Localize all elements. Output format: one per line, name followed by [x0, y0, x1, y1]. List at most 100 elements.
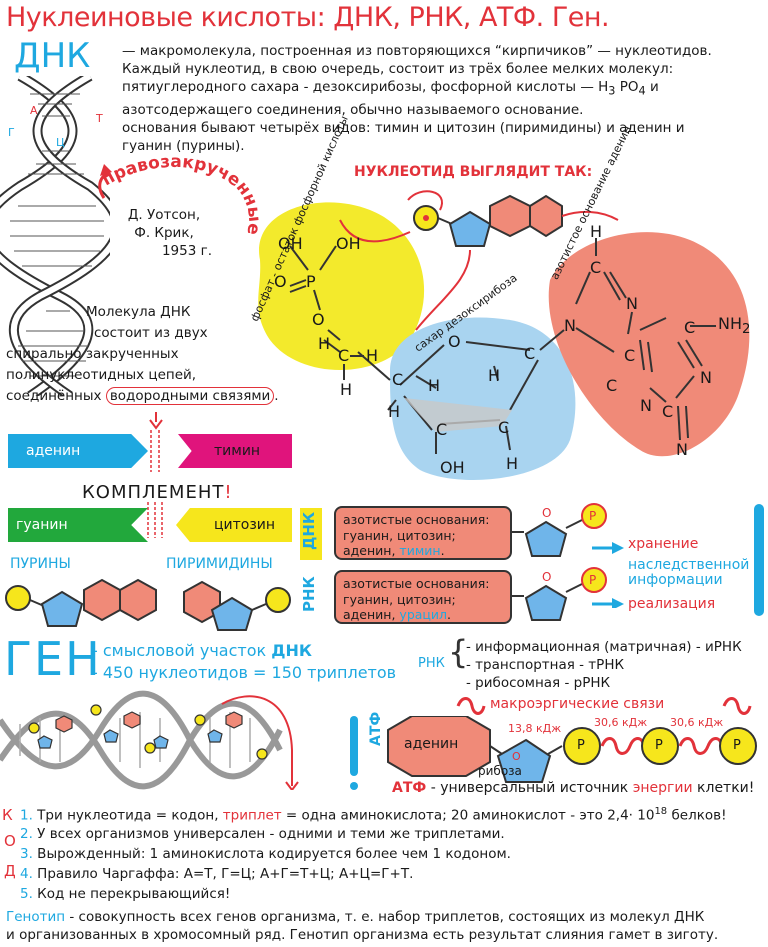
hereditary-line: наследственной [628, 557, 750, 573]
intro-line: Каждый нуклеотид, в свою очередь, состои… [122, 61, 674, 77]
rnk-type: - транспортная - тРНК [466, 657, 625, 673]
superscript: 18 [654, 806, 668, 817]
item-text: Три нуклеотида = кодон, [32, 807, 223, 824]
molecule-line: спирально закрученных [6, 346, 179, 362]
genotype-text: - совокупность всех генов организма, т. … [65, 909, 705, 925]
blue-bar [754, 504, 764, 616]
molecule-line: состоит из двух [94, 325, 208, 341]
authors: Д. Уотсон, Ф. Крик, 1953 г. [116, 206, 212, 260]
rnk-bases-box: азотистые основания: гуанин, цитозин; ад… [334, 570, 512, 624]
atom-c: C [436, 420, 448, 439]
box-line: аденин, урацил. [343, 607, 503, 623]
atom-oh: OH [278, 234, 303, 253]
rnk-type: - рибосомная - рРНК [466, 675, 611, 691]
atom-n: N [700, 368, 712, 387]
genotype-definition: Генотип - совокупность всех генов органи… [6, 908, 766, 944]
item-text: белков! [667, 807, 727, 824]
phosphate-blob [258, 202, 425, 370]
adenin-pill: аденин [8, 434, 148, 468]
atom-n: N [626, 294, 638, 313]
atom-nh2: NH2 [718, 314, 750, 337]
citozin-pill: цитозин [176, 508, 292, 542]
komplement-label: КОМПЛЕМЕНТ! [82, 482, 233, 503]
atom-c: C [590, 258, 602, 277]
guanin-pill: гуанин [8, 508, 148, 542]
atf-molecule [387, 716, 757, 783]
rnk-types-label: РНК [418, 656, 445, 671]
atom-h: H [428, 376, 441, 395]
gen-heading: ГЕН [4, 632, 102, 686]
intro-line: гуанин (пурины). [122, 137, 245, 154]
kod-letter-o: О [4, 832, 16, 850]
helix-letter-g: Г [8, 126, 15, 139]
atf-tag: АТФ [368, 711, 384, 746]
sugar-phosphate-icons [512, 503, 607, 621]
atom-c: C [524, 344, 536, 363]
atf-excl-bar [350, 716, 358, 776]
molecule-line: соединённых водородными связями. [6, 386, 306, 407]
ring-o: O [542, 506, 552, 520]
dnk-bases-box: азотистые основания: гуанин, цитозин; ад… [334, 506, 512, 560]
atom-p: P [306, 272, 316, 291]
box-line: аденин, тимин. [343, 543, 503, 559]
item-text: У всех организмов универсален - одними и… [32, 826, 505, 842]
atom-o: O [274, 272, 287, 291]
hydrogen-bonds-highlight: водородными связями [105, 387, 275, 405]
triplet-highlight: триплет [222, 807, 282, 824]
item-number: 1. [20, 807, 33, 824]
intro-text: — макромолекула, построенная из повторяю… [122, 42, 762, 155]
atom-c: C [606, 376, 618, 395]
gen-line: - смысловой участок ДНК [92, 640, 396, 662]
code-item-1: 1. Три нуклеотида = кодон, триплет = одн… [20, 806, 727, 824]
hereditary-line: информации [628, 572, 723, 588]
intro-text-part: и [645, 79, 659, 95]
item-number: 4. [20, 866, 33, 882]
hereditary-info: наследственной информации [628, 558, 749, 588]
item-text: Код не перекрывающийся! [32, 886, 231, 902]
atom-h: H [340, 380, 353, 399]
atom-h: H [366, 346, 379, 365]
atf-excl-dot [350, 782, 358, 790]
item-number: 2. [20, 826, 33, 842]
code-item-2: 2. У всех организмов универсален - одним… [20, 826, 505, 842]
rnk-types-list: - информационная (матричная) - иРНК - тр… [466, 638, 742, 692]
box-line: азотистые основания: [343, 576, 490, 591]
gen-dnk: ДНК [271, 641, 312, 660]
atom-o: O [312, 310, 325, 329]
author-line: Ф. Крик, [134, 225, 194, 241]
arrows-icons [592, 542, 624, 608]
atom-c: C [662, 402, 674, 421]
subscript: 2 [742, 322, 751, 338]
rnk-type: - информационная (матричная) - иРНК [466, 639, 742, 655]
molecule-description: Молекула ДНК состоит из двух спирально з… [6, 302, 306, 407]
atf-p3: P [733, 738, 741, 753]
uracil-highlight: урацил [399, 607, 448, 622]
atom-c: C [498, 418, 510, 437]
realization-label: реализация [628, 596, 716, 612]
item-text: Вырожденный: 1 аминокислота кодируется б… [32, 846, 511, 862]
atom-n: N [640, 396, 652, 415]
atf-p2: P [655, 738, 663, 753]
energy-label-2: 30,6 кДж [594, 716, 648, 729]
atom-c: C [624, 346, 636, 365]
atom-h: H [506, 454, 519, 473]
gen-definition: - смысловой участок ДНК - 450 нуклеотидо… [92, 640, 396, 684]
gene-helix-illustration [0, 690, 299, 790]
atom-n: N [564, 316, 576, 335]
bond-squiggle-icons [456, 697, 752, 715]
energy-label-3: 30,6 кДж [670, 716, 724, 729]
storage-label: хранение [628, 536, 699, 552]
komplement-excl: ! [224, 482, 233, 503]
dnk-tag: ДНК [300, 511, 318, 550]
rnk-tag: РНК [300, 576, 318, 612]
atf-caption-text: клетки! [692, 780, 755, 796]
kod-letter-d: Д [4, 862, 16, 880]
atf-caption-tag: АТФ [392, 780, 427, 796]
atom-o: O [448, 332, 461, 351]
intro-line: основания бывают четырёх видов: тимин и … [122, 119, 685, 136]
box-text: . [440, 543, 445, 558]
atom-nh: NH [718, 314, 742, 333]
kod-letter-k: К [2, 806, 13, 824]
nucleotide-diagram [258, 190, 750, 480]
intro-line: пятиуглеродного сахара - дезоксирибозы, … [122, 78, 762, 101]
